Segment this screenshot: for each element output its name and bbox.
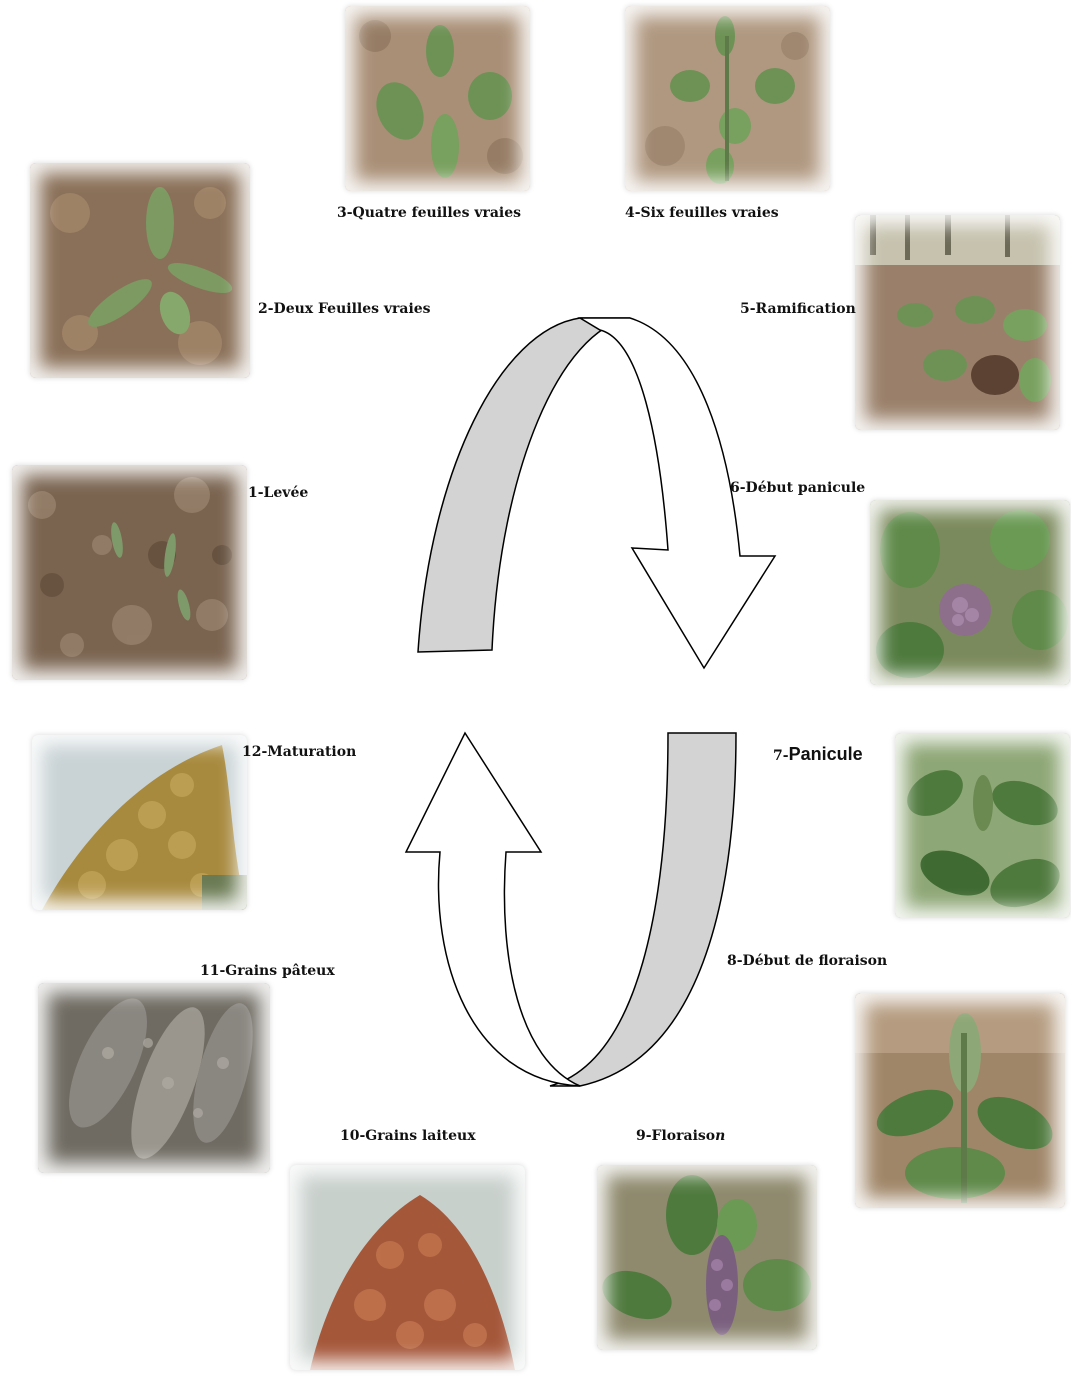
label-stage-7: 7-Panicule bbox=[773, 745, 863, 763]
label-stage-9-prefix: 9-Floraiso bbox=[636, 1128, 715, 1144]
label-stage-9-suffix: n bbox=[715, 1128, 725, 1144]
label-stage-12: 12-Maturation bbox=[242, 745, 356, 759]
label-stage-10: 10-Grains laiteux bbox=[340, 1129, 476, 1143]
photo-stage-11-doughy-grains bbox=[38, 983, 270, 1173]
photo-stage-12-maturation bbox=[32, 735, 247, 910]
label-stage-5: 5-Ramification bbox=[740, 302, 856, 316]
label-stage-1: 1-Levée bbox=[248, 486, 308, 500]
photo-stage-6-panicle-start bbox=[870, 500, 1070, 685]
label-stage-11: 11-Grains pâteux bbox=[200, 964, 335, 978]
label-stage-9: 9-Floraison bbox=[636, 1129, 725, 1143]
lower-arc-gray-band bbox=[550, 733, 736, 1086]
photo-stage-4-six-leaves bbox=[625, 6, 830, 191]
photo-stage-1-emergence bbox=[12, 465, 247, 680]
photo-stage-7-panicle bbox=[895, 733, 1070, 918]
photo-stage-9-flowering bbox=[597, 1165, 817, 1350]
label-stage-4: 4-Six feuilles vraies bbox=[625, 206, 779, 220]
photo-stage-2-two-leaves bbox=[30, 163, 250, 378]
lower-arc-white-band bbox=[406, 733, 580, 1086]
photo-stage-5-branching bbox=[855, 215, 1060, 430]
label-stage-6: 6-Début panicule bbox=[730, 481, 865, 495]
upper-arc-gray-band bbox=[418, 318, 630, 652]
label-stage-2: 2-Deux Feuilles vraies bbox=[258, 302, 431, 316]
label-stage-3: 3-Quatre feuilles vraies bbox=[337, 206, 521, 220]
photo-stage-10-milky-grains bbox=[290, 1165, 525, 1370]
label-stage-8: 8-Début de floraison bbox=[727, 954, 887, 968]
photo-stage-3-four-leaves bbox=[345, 6, 530, 191]
photo-stage-8-flowering-start bbox=[855, 993, 1065, 1208]
label-stage-7-main: Panicule bbox=[789, 744, 863, 764]
label-stage-7-prefix: 7- bbox=[773, 748, 789, 764]
